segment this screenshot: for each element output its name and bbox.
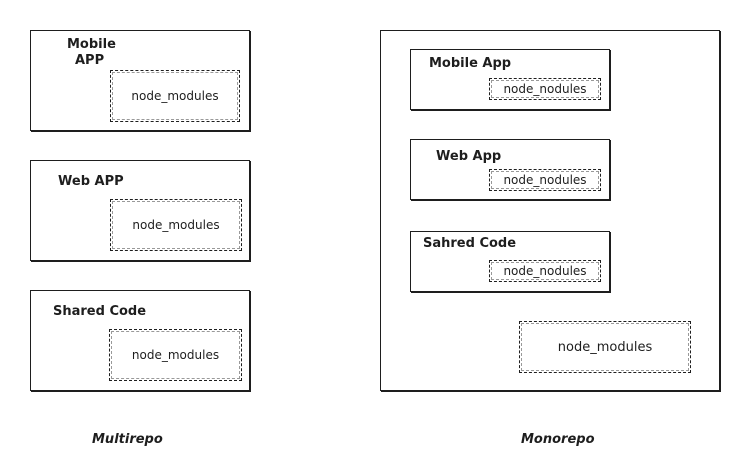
mono-mobile-app-node-modules: node_nodules (489, 78, 601, 100)
mono-shared-code-node-modules: node_nodules (489, 260, 601, 282)
mobile-app-title-line2: APP (75, 53, 105, 68)
shared-code-title: Shared Code (53, 304, 147, 319)
web-app-node-modules: node_modules (110, 199, 242, 251)
monorepo-shared-code-box: Sahred Code node_nodules (410, 231, 610, 292)
monorepo-caption: Monorepo (521, 432, 595, 447)
shared-code-node-modules: node_modules (109, 329, 242, 381)
mobile-app-title: Mobile APP (67, 37, 116, 69)
mono-shared-code-title: Sahred Code (423, 236, 517, 251)
monorepo-outer-box: Mobile App node_nodules Web App node_nod… (380, 30, 720, 391)
monorepo-root-node-modules: node_modules (519, 321, 691, 373)
multirepo-caption: Multirepo (92, 432, 163, 447)
web-app-title: Web APP (58, 174, 124, 189)
monorepo-web-app-box: Web App node_nodules (410, 139, 610, 200)
mono-web-app-node-modules: node_nodules (489, 169, 601, 191)
mobile-app-node-modules: node_modules (110, 70, 240, 122)
mono-mobile-app-title: Mobile App (429, 56, 512, 71)
mobile-app-title-line1: Mobile (67, 37, 116, 52)
multirepo-mobile-app-box: Mobile APP node_modules (30, 30, 250, 131)
multirepo-web-app-box: Web APP node_modules (30, 160, 250, 261)
mono-web-app-title: Web App (436, 149, 502, 164)
multirepo-shared-code-box: Shared Code node_modules (30, 290, 250, 391)
monorepo-mobile-app-box: Mobile App node_nodules (410, 49, 610, 110)
